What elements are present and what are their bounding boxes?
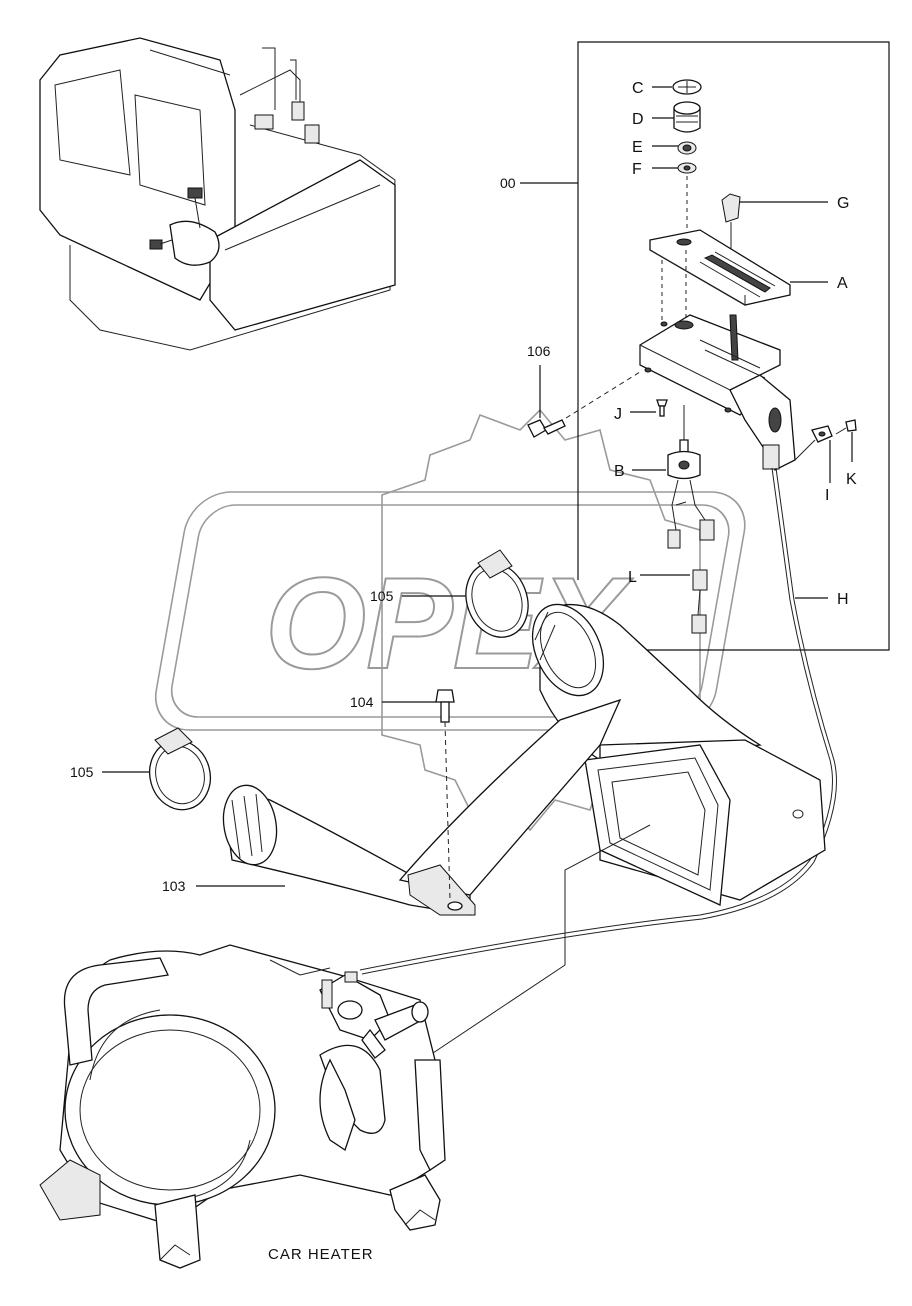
car-heater-unit: [39, 944, 446, 1269]
screw-k: K: [835, 419, 857, 488]
hose-clamp-105-bottom: 105: [70, 727, 212, 811]
callout-105-bottom: 105: [70, 764, 94, 780]
screw-j: J: [614, 399, 668, 423]
hose-103: 103: [162, 784, 285, 894]
bolt-104: 104: [350, 689, 455, 901]
knob-stack: C D E F: [632, 79, 702, 235]
hose-clamp-105-top: 105: [370, 549, 529, 638]
duct-heater-leader: [429, 824, 651, 1056]
callout-c: C: [632, 80, 644, 97]
callout-b: B: [614, 463, 625, 480]
callout-l: L: [628, 569, 637, 586]
callout-i: I: [825, 487, 829, 504]
clip-i: I: [794, 425, 833, 504]
caption-car-heater: CAR HEATER: [268, 1246, 374, 1263]
excavator-overview: [39, 37, 396, 351]
harness-l: L: [628, 569, 708, 634]
bolt-106: 106: [527, 343, 641, 438]
callout-d: D: [632, 111, 644, 128]
callout-a: A: [837, 275, 848, 292]
switch-b: B: [614, 405, 715, 549]
bracket: [639, 314, 796, 471]
control-cable-h: H: [359, 467, 849, 975]
callout-106: 106: [527, 343, 551, 359]
callout-h: H: [837, 591, 849, 608]
callout-105-top: 105: [370, 588, 394, 604]
callout-assembly: 00: [500, 175, 516, 191]
callout-103: 103: [162, 878, 186, 894]
callout-e: E: [632, 139, 643, 156]
assembly-frame: 00: [500, 41, 890, 651]
panel-plate-a: A: [649, 229, 848, 320]
callout-g: G: [837, 195, 849, 212]
air-duct: [227, 603, 826, 916]
callout-k: K: [846, 471, 857, 488]
callout-104: 104: [350, 694, 374, 710]
callout-f: F: [632, 161, 642, 178]
callout-j: J: [614, 406, 622, 423]
lever-knob-g: G: [721, 193, 849, 270]
